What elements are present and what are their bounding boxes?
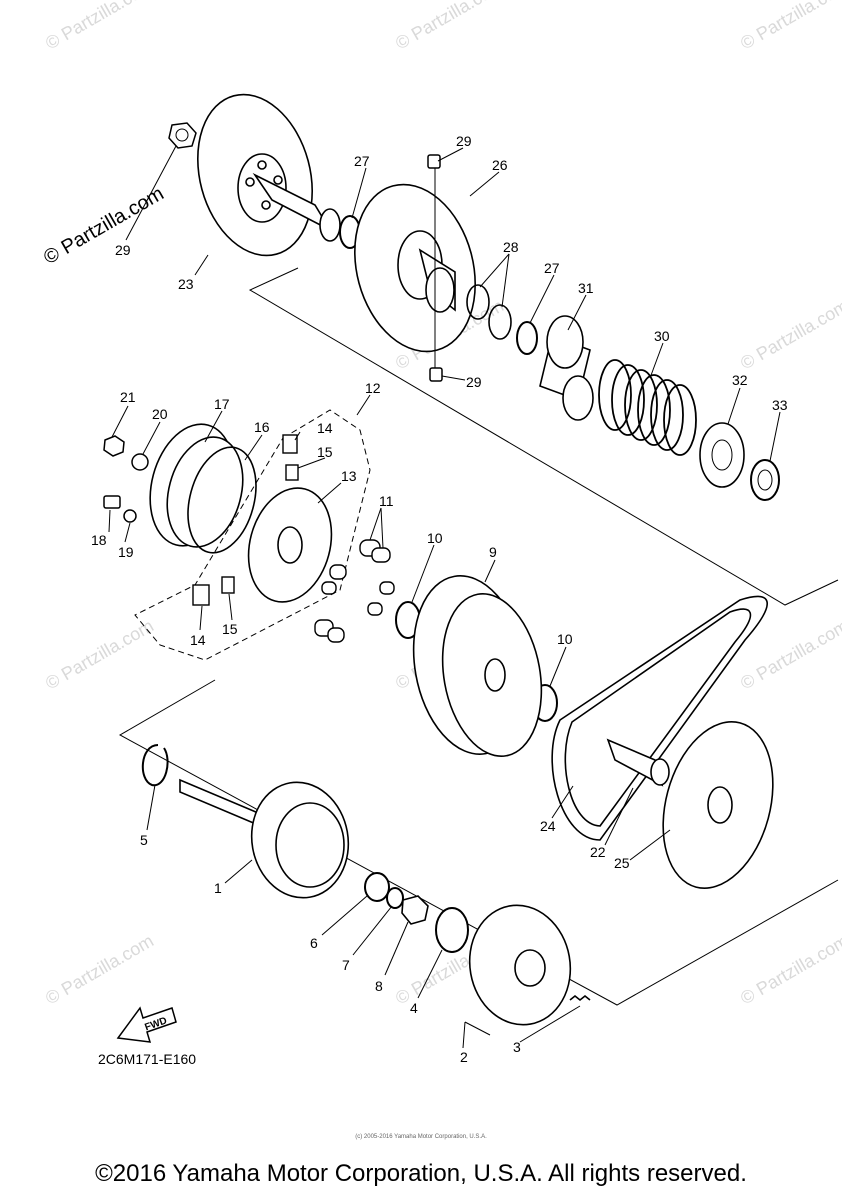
watermark: © Partzilla.com (737, 930, 842, 1008)
watermark: © Partzilla.com (42, 930, 157, 1008)
callout: 23 (178, 276, 194, 292)
callout: 29 (466, 374, 482, 390)
washer-23 (131, 453, 149, 471)
callout: 12 (365, 380, 381, 396)
v-belt-21 (551, 595, 768, 841)
cam-13 (247, 487, 333, 603)
callout: 29 (456, 133, 472, 149)
pin-29 (427, 154, 441, 169)
o-ring-28 (466, 284, 490, 320)
gasket-16 (187, 446, 257, 554)
cam-cover-17 (149, 423, 244, 548)
callout: 27 (544, 260, 560, 276)
nut-24 (103, 435, 125, 457)
callout: 14 (190, 632, 206, 648)
callout: 10 (557, 631, 573, 647)
callout: 28 (503, 239, 519, 255)
callout: 15 (317, 444, 333, 460)
section-guides (118, 267, 839, 1006)
spring-3 (569, 994, 591, 1002)
bearing-4 (435, 907, 469, 953)
callout: 31 (578, 280, 594, 296)
callout: 17 (214, 396, 230, 412)
callout: 16 (254, 419, 270, 435)
callout: 22 (590, 844, 606, 860)
callout: 6 (310, 935, 318, 951)
fan-22 (662, 721, 774, 889)
weights-11 (314, 539, 395, 643)
callout: 18 (91, 532, 107, 548)
o-ring-28 (488, 304, 512, 340)
nut-8 (401, 895, 429, 925)
washer-7 (386, 887, 404, 909)
circlip-5 (141, 744, 169, 787)
secondary-sheave-26 (354, 183, 476, 353)
fwd-arrow: FWD (116, 1006, 177, 1043)
copyright-footer: ©2016 Yamaha Motor Corporation, U.S.A. A… (95, 1160, 747, 1187)
watermark: © Partzilla.com (42, 615, 157, 693)
collar-31 (539, 315, 594, 421)
callout: 13 (341, 468, 357, 484)
callout: 14 (317, 420, 333, 436)
callout: 24 (540, 818, 556, 834)
callout: 10 (427, 530, 443, 546)
clutch-carrier-2 (468, 904, 572, 1026)
spring-30 (598, 359, 697, 456)
watermark: © Partzilla.com (42, 0, 157, 53)
callout: 11 (379, 493, 394, 509)
callout: 5 (140, 832, 148, 848)
shaft-20 (606, 738, 670, 787)
callout: 29 (115, 242, 131, 258)
small-credit: (c) 2005-2016 Yamaha Motor Corporation, … (355, 1134, 487, 1140)
washer-19 (123, 509, 137, 523)
callout: 9 (489, 544, 497, 560)
callout: 20 (152, 406, 168, 422)
primary-sheave-25 (196, 93, 341, 257)
callout: 21 (120, 389, 136, 405)
group-12-bracket (134, 409, 371, 661)
callout: 1 (214, 880, 222, 896)
callout: 15 (222, 621, 238, 637)
clutch-housing-1 (179, 778, 350, 899)
callout: 30 (654, 328, 670, 344)
bearing-6 (364, 872, 390, 902)
watermark: © Partzilla.com (737, 295, 842, 373)
bolt-18 (103, 495, 121, 509)
callout: 8 (375, 978, 383, 994)
callout: 25 (614, 855, 630, 871)
callout-labels: 29 23 27 29 26 28 27 31 30 32 33 29 21 2… (91, 133, 788, 1065)
watermark: © Partzilla.com (737, 0, 842, 53)
oil-seal-27 (516, 321, 538, 355)
callout: 7 (342, 957, 350, 973)
callout: 3 (513, 1039, 521, 1055)
callout: 33 (772, 397, 788, 413)
watermark: © Partzilla.com (737, 615, 842, 693)
callout: 32 (732, 372, 748, 388)
sheave-9 (412, 575, 543, 757)
leader-lines (108, 145, 781, 1049)
callout: 19 (118, 544, 134, 560)
callout: 27 (354, 153, 370, 169)
watermark: © Partzilla.com (392, 0, 507, 53)
sliders-14-15 (192, 434, 299, 606)
callout: 26 (492, 157, 508, 173)
callout: 4 (410, 1000, 418, 1016)
pin-29 (429, 367, 443, 382)
diagram-code: 2C6M171-E160 (98, 1051, 197, 1067)
callout: 2 (460, 1049, 468, 1065)
